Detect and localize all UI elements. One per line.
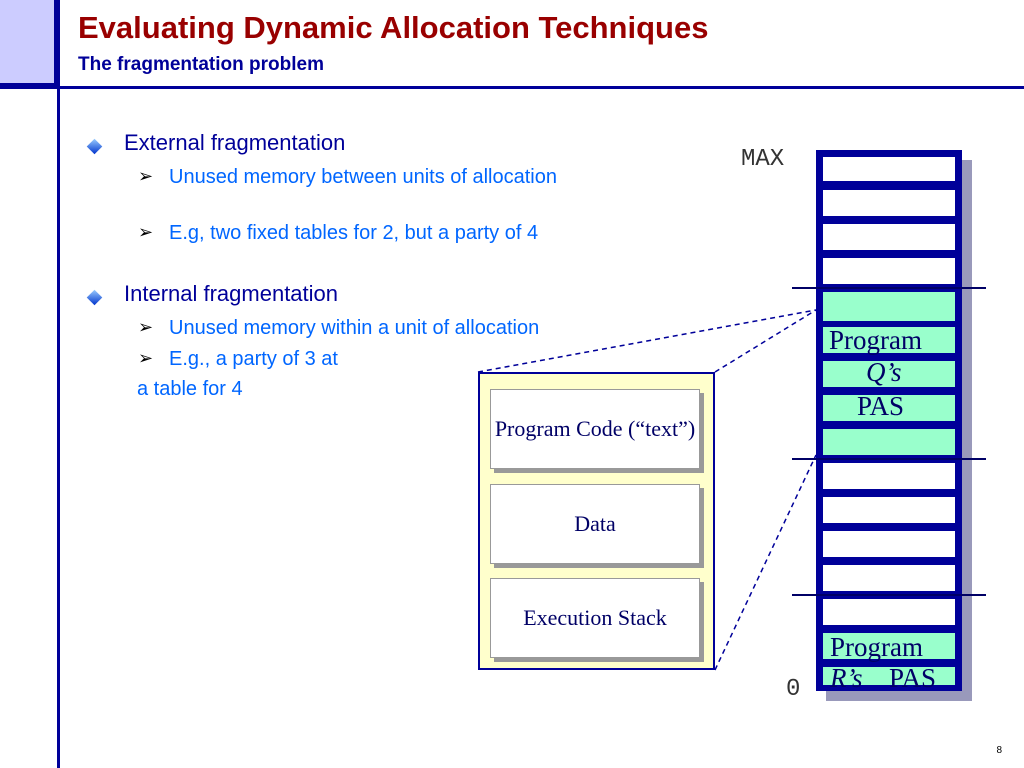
arrow-bullet-icon: ➢ — [138, 317, 154, 337]
pas-cell-data: Data — [490, 484, 700, 564]
memory-slot — [823, 531, 955, 557]
memory-slot-allocated — [823, 429, 955, 455]
bullet-internal-fragmentation: Internal fragmentation — [124, 281, 339, 306]
arrow-bullet-icon: ➢ — [138, 222, 154, 242]
memory-slot — [823, 157, 955, 181]
sub-bullet: Unused memory within a unit of allocatio… — [169, 317, 540, 339]
sub-bullet: E.g, two fixed tables for 2, but a party… — [169, 222, 539, 244]
page-number: 8 — [996, 745, 1002, 756]
region-boundary — [792, 594, 986, 596]
memory-slot-allocated — [823, 395, 955, 421]
memory-slot — [823, 497, 955, 523]
memory-slot — [823, 599, 955, 625]
memory-slot — [823, 463, 955, 489]
memory-slot — [823, 565, 955, 591]
region-boundary — [792, 458, 986, 460]
program-q-label: Program — [829, 325, 922, 355]
program-q-owner: Q’s — [866, 357, 902, 387]
region-boundary — [792, 287, 986, 289]
sub-bullet-continuation: a table for 4 — [137, 378, 243, 400]
arrow-bullet-icon: ➢ — [138, 166, 154, 186]
max-address-label: MAX — [741, 146, 785, 173]
memory-slot — [823, 224, 955, 250]
header-divider — [0, 86, 1024, 89]
zero-address-label: 0 — [786, 676, 801, 703]
memory-slot — [823, 190, 955, 216]
program-q-pas: PAS — [857, 391, 905, 421]
pas-cell-execution-stack: Execution Stack — [490, 578, 700, 658]
arrow-bullet-icon: ➢ — [138, 348, 154, 368]
program-r-owner: R’s — [830, 663, 863, 693]
program-r-label: Program — [830, 632, 923, 662]
pas-cell-program-code: Program Code (“text”) — [490, 389, 700, 469]
bullet-external-fragmentation: External fragmentation — [124, 130, 346, 155]
memory-slot-allocated — [823, 327, 955, 353]
memory-slot-allocated — [823, 633, 955, 659]
program-r-pas: PAS — [889, 663, 937, 693]
memory-slot — [823, 258, 955, 284]
memory-slot-allocated — [823, 361, 955, 387]
slide-subtitle: The fragmentation problem — [78, 54, 324, 75]
sub-bullet: E.g., a party of 3 at — [169, 348, 338, 370]
sub-bullet: Unused memory between units of allocatio… — [169, 166, 557, 188]
left-rule — [57, 0, 60, 768]
slide-title: Evaluating Dynamic Allocation Techniques — [78, 10, 709, 45]
memory-slot-allocated — [823, 667, 955, 685]
corner-decoration — [0, 0, 57, 86]
memory-slot-allocated — [823, 292, 955, 321]
